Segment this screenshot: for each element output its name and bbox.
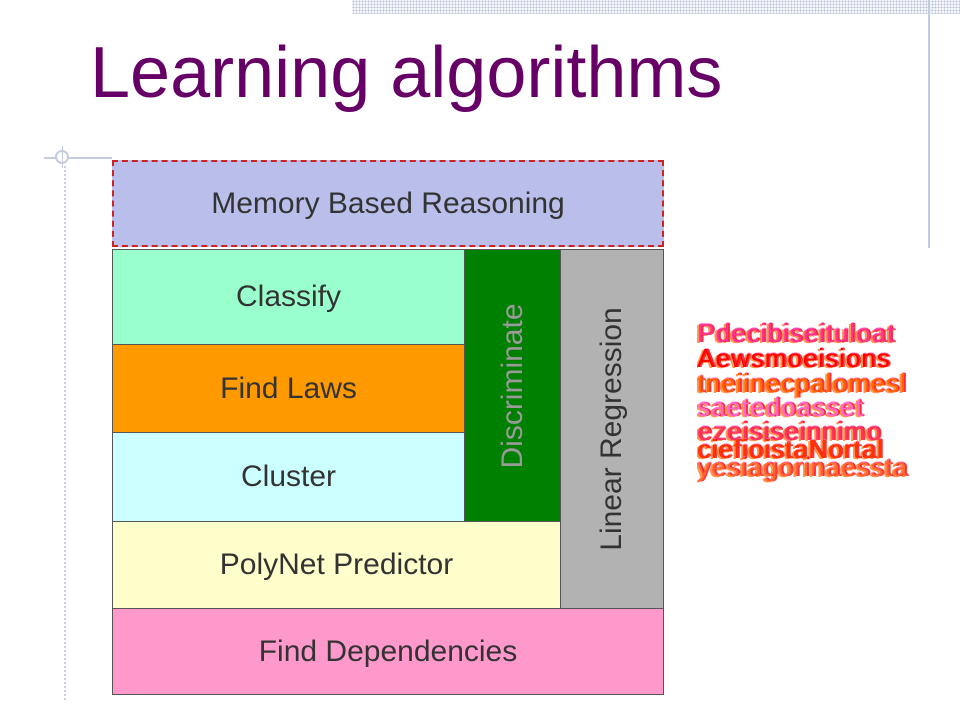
find-dependencies-box: Find Dependencies bbox=[112, 608, 664, 695]
cluster-box: Cluster bbox=[112, 432, 465, 522]
classify-label: Classify bbox=[235, 280, 341, 313]
memory-based-reasoning-label: Memory Based Reasoning bbox=[211, 186, 565, 220]
cluster-label: Cluster bbox=[240, 460, 337, 493]
description-line: Aewsmoeisions bbox=[697, 343, 891, 373]
description-line: yesiagorinaessta bbox=[697, 452, 909, 482]
discriminate-box: Discriminate bbox=[464, 249, 561, 522]
linear-regression-label: Linear Regression bbox=[595, 307, 628, 551]
find-laws-box: Find Laws bbox=[112, 344, 465, 433]
overlapping-descriptions: Pdecibiseituloat Aewsmoeisions tneiinecp… bbox=[697, 318, 952, 483]
memory-based-reasoning-box: Memory Based Reasoning bbox=[112, 160, 664, 247]
description-line: Pdecibiseituloat bbox=[697, 318, 896, 348]
description-line: saetedoasset bbox=[697, 392, 864, 422]
header-dotted-band bbox=[352, 0, 960, 14]
description-line: ciefioistaNortal bbox=[697, 434, 884, 464]
slide-title: Learning algorithms bbox=[90, 33, 723, 113]
polynet-predictor-box: PolyNet Predictor bbox=[112, 521, 561, 609]
description-line: tneiinecpalomesl bbox=[697, 368, 907, 398]
bullet-circle-icon bbox=[55, 146, 69, 168]
description-line: ezeisiseinnimo bbox=[697, 416, 882, 446]
left-dotted-rule bbox=[64, 166, 66, 700]
classify-box: Classify bbox=[112, 249, 465, 345]
linear-regression-box: Linear Regression bbox=[560, 249, 664, 609]
find-laws-label: Find Laws bbox=[220, 371, 357, 405]
left-horizontal-rule bbox=[44, 157, 112, 159]
find-dependencies-label: Find Dependencies bbox=[258, 634, 518, 668]
discriminate-label: Discriminate bbox=[495, 302, 529, 469]
polynet-predictor-label: PolyNet Predictor bbox=[219, 548, 454, 581]
right-vertical-rule bbox=[928, 0, 930, 248]
